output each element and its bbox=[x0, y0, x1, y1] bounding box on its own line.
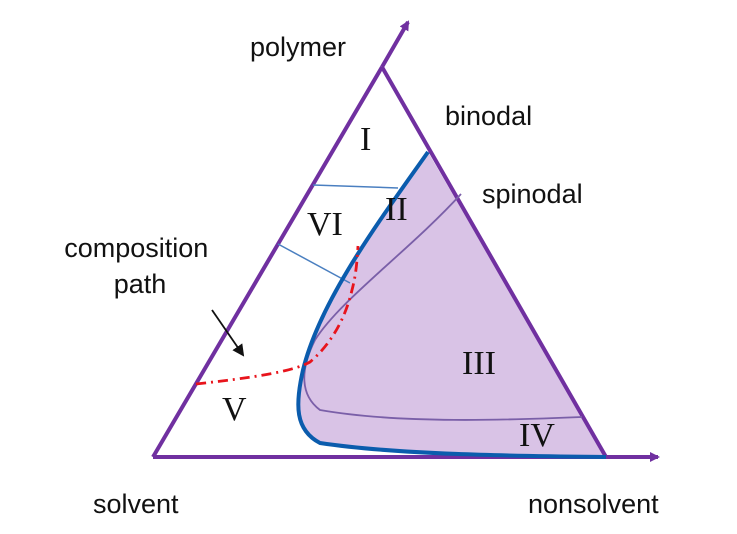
polymer-axis-arrow bbox=[380, 20, 410, 69]
nonsolvent-label: nonsolvent bbox=[528, 489, 659, 519]
binodal-label: binodal bbox=[445, 101, 532, 131]
triangle-right-edge bbox=[380, 66, 608, 458]
region-iv-label: IV bbox=[519, 417, 555, 454]
region-vi-label: VI bbox=[307, 206, 343, 243]
spinodal-curve bbox=[303, 193, 583, 421]
tie-line-upper bbox=[312, 184, 399, 189]
binodal-curve bbox=[296, 150, 607, 459]
region-v-label: V bbox=[222, 391, 247, 428]
composition-path-label: composition path bbox=[64, 233, 216, 299]
composition-path-pointer-arrow bbox=[211, 309, 245, 357]
region-ii-label: II bbox=[385, 191, 408, 228]
triangle-left-edge bbox=[151, 65, 384, 459]
composition-path-label-line-1: composition bbox=[64, 233, 208, 263]
region-i-label: I bbox=[360, 121, 371, 158]
polymer-label: polymer bbox=[250, 32, 346, 62]
tie-line-lower bbox=[277, 243, 351, 284]
spinodal-label: spinodal bbox=[482, 179, 583, 209]
composition-path-label-line-2: path bbox=[114, 269, 167, 299]
solvent-label: solvent bbox=[93, 489, 179, 519]
region-iii-label: III bbox=[462, 345, 496, 382]
